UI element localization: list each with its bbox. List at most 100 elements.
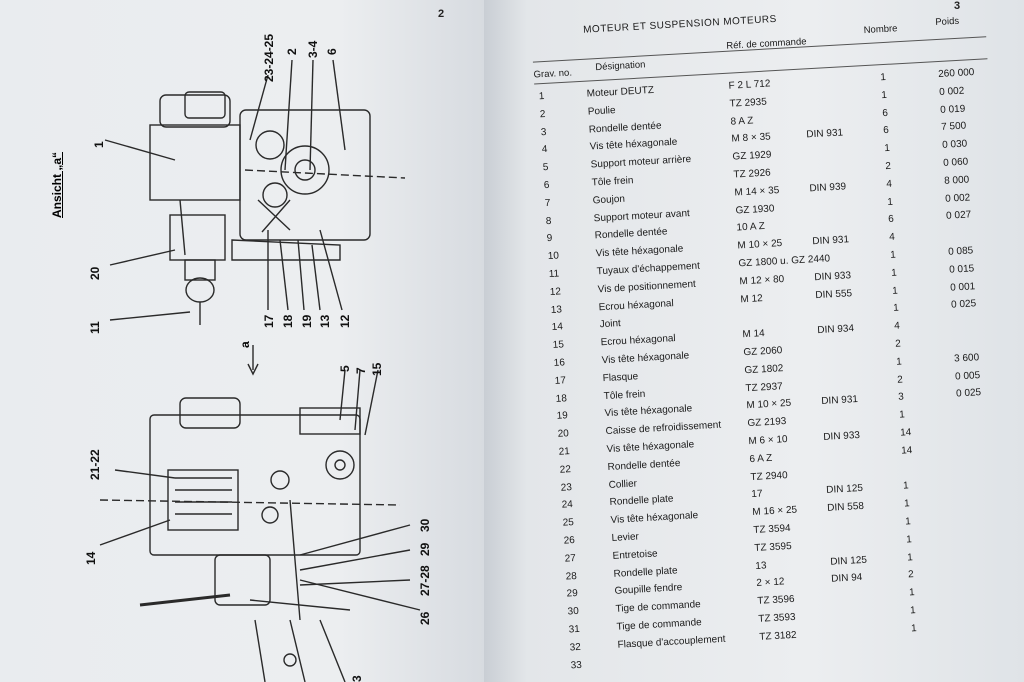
cell-weight: 260 000 <box>937 66 975 80</box>
cell-qty: 2 <box>894 338 902 350</box>
engine-drawing <box>99 59 421 682</box>
cell-qty: 1 <box>895 356 903 368</box>
cell-no: 16 <box>553 357 566 369</box>
callout-1: 1 <box>92 141 106 148</box>
cell-qty: 1 <box>886 196 894 208</box>
page-number-left: 2 <box>438 8 445 20</box>
cell-ref: M 6 × 10 <box>748 433 788 448</box>
cell-qty: 1 <box>904 516 912 528</box>
cell-no: 4 <box>541 144 548 156</box>
cell-ref: M 10 × 25 <box>746 398 792 412</box>
cell-weight: 0 025 <box>955 387 982 400</box>
callout-29: 29 <box>418 542 432 556</box>
cell-no: 8 <box>545 215 552 227</box>
callout-26: 26 <box>418 611 432 625</box>
cell-qty: 1 <box>891 285 899 297</box>
cell-qty: 1 <box>909 605 917 617</box>
cell-ref: M 16 × 25 <box>752 504 798 519</box>
callout-15: 15 <box>370 362 384 376</box>
cell-qty: 1 <box>910 622 917 635</box>
cell-ref: M 14 <box>742 328 765 341</box>
cell-weight: 0 001 <box>949 280 976 294</box>
callout-18: 18 <box>281 314 295 328</box>
callout-27-28: 27-28 <box>418 565 432 596</box>
column-qty: Nombre <box>863 23 898 37</box>
cell-ref: TZ 3593 <box>758 611 796 625</box>
cell-no: 30 <box>567 606 580 618</box>
cell-designation: Tôle frein <box>591 175 634 189</box>
cell-weight: 0 005 <box>954 369 981 383</box>
cell-designation: Moteur DEUTZ <box>586 84 655 100</box>
cell-designation: Flasque <box>602 371 639 384</box>
cell-qty: 1 <box>903 498 911 510</box>
cell-designation: Levier <box>611 531 640 544</box>
cell-no: 5 <box>542 162 549 174</box>
cell-qty: 2 <box>884 160 892 173</box>
cell-no: 9 <box>546 233 553 245</box>
callout-23-24-25: 23-24-25 <box>262 33 276 82</box>
cell-no: 23 <box>560 481 573 494</box>
cell-din: DIN 931 <box>821 394 859 408</box>
callout-5: 5 <box>338 365 352 372</box>
parts-list-sheet: MOTEUR ET SUSPENSION MOTEURS Réf. de com… <box>524 0 1023 671</box>
cell-ref: GZ 2193 <box>747 416 787 430</box>
cell-qty: 1 <box>908 587 916 599</box>
cell-no: 22 <box>559 463 572 476</box>
cell-ref: M 14 × 35 <box>734 184 780 199</box>
cell-ref: M 8 × 35 <box>731 131 772 145</box>
cell-designation: Goupille fendre <box>614 582 683 598</box>
cell-no: 31 <box>568 623 581 636</box>
cell-designation: Goujon <box>592 193 626 207</box>
cell-designation: Collier <box>608 478 638 491</box>
column-designation: Désignation <box>595 59 646 74</box>
callout-13: 13 <box>318 314 332 328</box>
callout-12: 12 <box>338 314 352 328</box>
cell-no: 10 <box>547 250 560 263</box>
cell-qty: 4 <box>885 178 893 190</box>
cell-no: 26 <box>563 534 576 547</box>
cell-din: DIN 933 <box>823 429 861 443</box>
callout-3-4: 3-4 <box>306 40 320 58</box>
cell-designation: Entretoise <box>612 548 658 562</box>
cell-ref: GZ 1929 <box>732 149 772 163</box>
cell-qty: 14 <box>900 444 913 457</box>
cell-weight: 3 600 <box>953 351 980 365</box>
cell-ref: F 2 L 712 <box>728 78 771 92</box>
parts-table: 1 Moteur DEUTZ F 2 L 712 1 260 000 2 Poulie TZ … <box>524 0 1023 671</box>
cell-designation: Tôle frein <box>603 388 646 402</box>
cell-ref: TZ 2926 <box>733 167 772 181</box>
cell-ref: 6 A Z <box>749 452 773 465</box>
cell-qty: 1 <box>898 409 906 421</box>
cell-din: DIN 558 <box>826 500 865 515</box>
cell-ref: GZ 1802 <box>744 362 784 377</box>
cell-no: 2 <box>539 108 546 121</box>
right-page: 3 MOTEUR ET SUSPENSION MOTEURS Réf. de c… <box>484 0 1024 682</box>
cell-no: 33 <box>570 659 583 672</box>
cell-no: 20 <box>557 428 570 440</box>
cell-ref: TZ 2937 <box>745 380 783 394</box>
cell-ref: M 12 × 80 <box>739 273 785 288</box>
cell-no: 27 <box>564 552 577 565</box>
cell-din: DIN 934 <box>817 323 855 337</box>
cell-ref: 13 <box>755 559 767 572</box>
cell-ref: TZ 3595 <box>754 540 792 554</box>
cell-qty: 1 <box>902 480 910 492</box>
cell-ref: 17 <box>751 488 763 501</box>
callout-21-22: 21-22 <box>88 449 102 480</box>
callout-17: 17 <box>262 314 276 328</box>
engine-block-lower <box>149 414 361 556</box>
cell-no: 29 <box>566 588 579 600</box>
cell-qty: 6 <box>887 214 895 226</box>
cell-qty: 4 <box>893 320 901 333</box>
cell-no: 12 <box>549 286 562 298</box>
callout-2: 2 <box>285 48 299 55</box>
view-label: Ansicht „a“ <box>50 151 64 218</box>
cell-no: 21 <box>558 446 571 458</box>
cell-no: 15 <box>552 339 565 352</box>
column-no: Grav. no. <box>533 67 573 81</box>
cell-designation: Poulie <box>587 104 616 118</box>
cell-ref: TZ 2940 <box>750 469 788 483</box>
cell-qty: 1 <box>884 142 891 155</box>
cell-din: DIN 933 <box>814 269 852 283</box>
left-page: 2 <box>0 0 484 682</box>
